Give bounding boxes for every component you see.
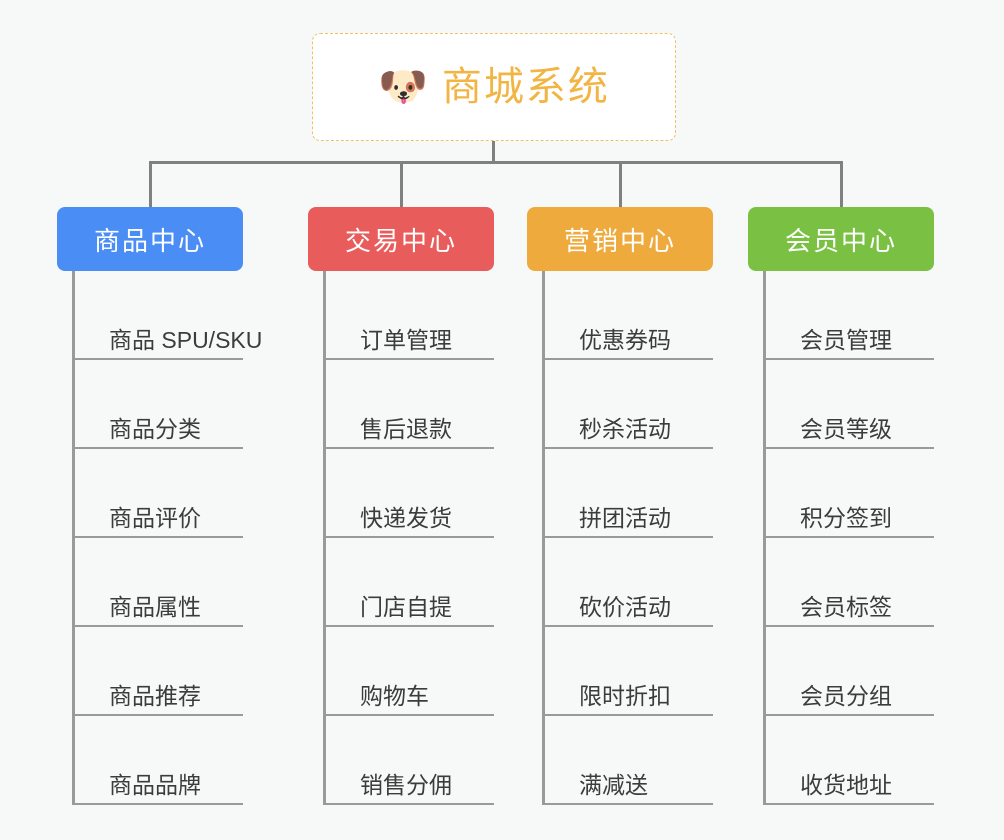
list-item[interactable]: 限时折扣 [545,627,757,716]
connector-horizontal-bar [149,161,843,164]
list-item[interactable]: 订单管理 [326,271,538,360]
root-title: 商城系统 [441,65,610,109]
leaf-label: 订单管理 [360,327,452,353]
list-item[interactable]: 会员等级 [766,360,978,449]
list-item[interactable]: 商品推荐 [75,627,287,716]
leaf-underline [766,714,934,716]
branch-header-member-center[interactable]: 会员中心 [748,207,934,271]
leaf-underline [75,447,243,449]
list-item[interactable]: 商品分类 [75,360,287,449]
leaf-underline [75,625,243,627]
connector-root-stem [492,141,495,163]
leaf-label: 会员分组 [800,683,892,709]
leaf-underline [326,625,494,627]
leaf-underline [326,358,494,360]
leaf-label: 售后退款 [360,416,452,442]
branch-items-product-center: 商品 SPU/SKU 商品分类 商品评价 商品属性 商品推荐 商品品牌 [72,271,287,805]
list-item[interactable]: 售后退款 [326,360,538,449]
leaf-underline [326,536,494,538]
leaf-label: 砍价活动 [579,594,671,620]
list-item[interactable]: 满减送 [545,716,757,805]
branch-header-marketing-center[interactable]: 营销中心 [527,207,713,271]
leaf-label: 商品 SPU/SKU [109,327,263,353]
connector-drop-1 [149,161,152,207]
list-item[interactable]: 商品 SPU/SKU [75,271,287,360]
leaf-underline [545,803,713,805]
root-node[interactable]: 🐶 商城系统 [312,33,676,141]
list-item[interactable]: 积分签到 [766,449,978,538]
list-item[interactable]: 商品品牌 [75,716,287,805]
list-item[interactable]: 购物车 [326,627,538,716]
list-item[interactable]: 快递发货 [326,449,538,538]
connector-drop-2 [400,161,403,207]
dog-face-icon: 🐶 [378,65,428,109]
branch-items-member-center: 会员管理 会员等级 积分签到 会员标签 会员分组 收货地址 [763,271,978,805]
leaf-label: 会员管理 [800,327,892,353]
branch-title: 商品中心 [93,225,206,256]
list-item[interactable]: 收货地址 [766,716,978,805]
leaf-underline [766,536,934,538]
leaf-label: 秒杀活动 [579,416,671,442]
leaf-label: 门店自提 [360,594,452,620]
list-item[interactable]: 会员管理 [766,271,978,360]
connector-drop-3 [619,161,622,207]
list-item[interactable]: 秒杀活动 [545,360,757,449]
leaf-label: 会员标签 [800,594,892,620]
branch-trade-center: 交易中心 订单管理 售后退款 快递发货 门店自提 购物车 [308,207,538,805]
leaf-label: 快递发货 [360,505,452,531]
leaf-underline [545,358,713,360]
leaf-label: 积分签到 [800,505,892,531]
list-item[interactable]: 商品属性 [75,538,287,627]
leaf-label: 销售分佣 [360,772,452,798]
list-item[interactable]: 拼团活动 [545,449,757,538]
branch-title: 会员中心 [784,225,897,256]
branch-member-center: 会员中心 会员管理 会员等级 积分签到 会员标签 会员分组 [748,207,978,805]
leaf-underline [326,447,494,449]
leaf-underline [766,625,934,627]
list-item[interactable]: 销售分佣 [326,716,538,805]
leaf-label: 商品属性 [109,594,201,620]
leaf-underline [326,714,494,716]
branch-items-trade-center: 订单管理 售后退款 快递发货 门店自提 购物车 销售分佣 [323,271,538,805]
list-item[interactable]: 会员分组 [766,627,978,716]
connector-drop-4 [840,161,843,207]
leaf-underline [766,447,934,449]
leaf-underline [75,803,243,805]
branch-title: 营销中心 [563,225,676,256]
leaf-label: 商品评价 [109,505,201,531]
leaf-underline [545,447,713,449]
list-item[interactable]: 商品评价 [75,449,287,538]
leaf-underline [75,536,243,538]
branch-product-center: 商品中心 商品 SPU/SKU 商品分类 商品评价 商品属性 商品推荐 [57,207,287,805]
list-item[interactable]: 优惠券码 [545,271,757,360]
leaf-underline [75,358,243,360]
leaf-underline [75,714,243,716]
list-item[interactable]: 会员标签 [766,538,978,627]
leaf-underline [545,625,713,627]
leaf-label: 优惠券码 [579,327,671,353]
leaf-label: 商品分类 [109,416,201,442]
branch-items-marketing-center: 优惠券码 秒杀活动 拼团活动 砍价活动 限时折扣 满减送 [542,271,757,805]
leaf-underline [766,803,934,805]
leaf-label: 商品品牌 [109,772,201,798]
leaf-label: 购物车 [360,683,429,709]
leaf-label: 会员等级 [800,416,892,442]
leaf-underline [766,358,934,360]
leaf-label: 商品推荐 [109,683,201,709]
leaf-label: 满减送 [579,772,648,798]
branch-title: 交易中心 [344,225,457,256]
leaf-underline [545,536,713,538]
leaf-label: 限时折扣 [579,683,671,709]
branch-header-product-center[interactable]: 商品中心 [57,207,243,271]
leaf-label: 拼团活动 [579,505,671,531]
leaf-label: 收货地址 [800,772,892,798]
leaf-underline [545,714,713,716]
leaf-underline [326,803,494,805]
branch-header-trade-center[interactable]: 交易中心 [308,207,494,271]
list-item[interactable]: 砍价活动 [545,538,757,627]
branch-marketing-center: 营销中心 优惠券码 秒杀活动 拼团活动 砍价活动 限时折扣 [527,207,757,805]
list-item[interactable]: 门店自提 [326,538,538,627]
